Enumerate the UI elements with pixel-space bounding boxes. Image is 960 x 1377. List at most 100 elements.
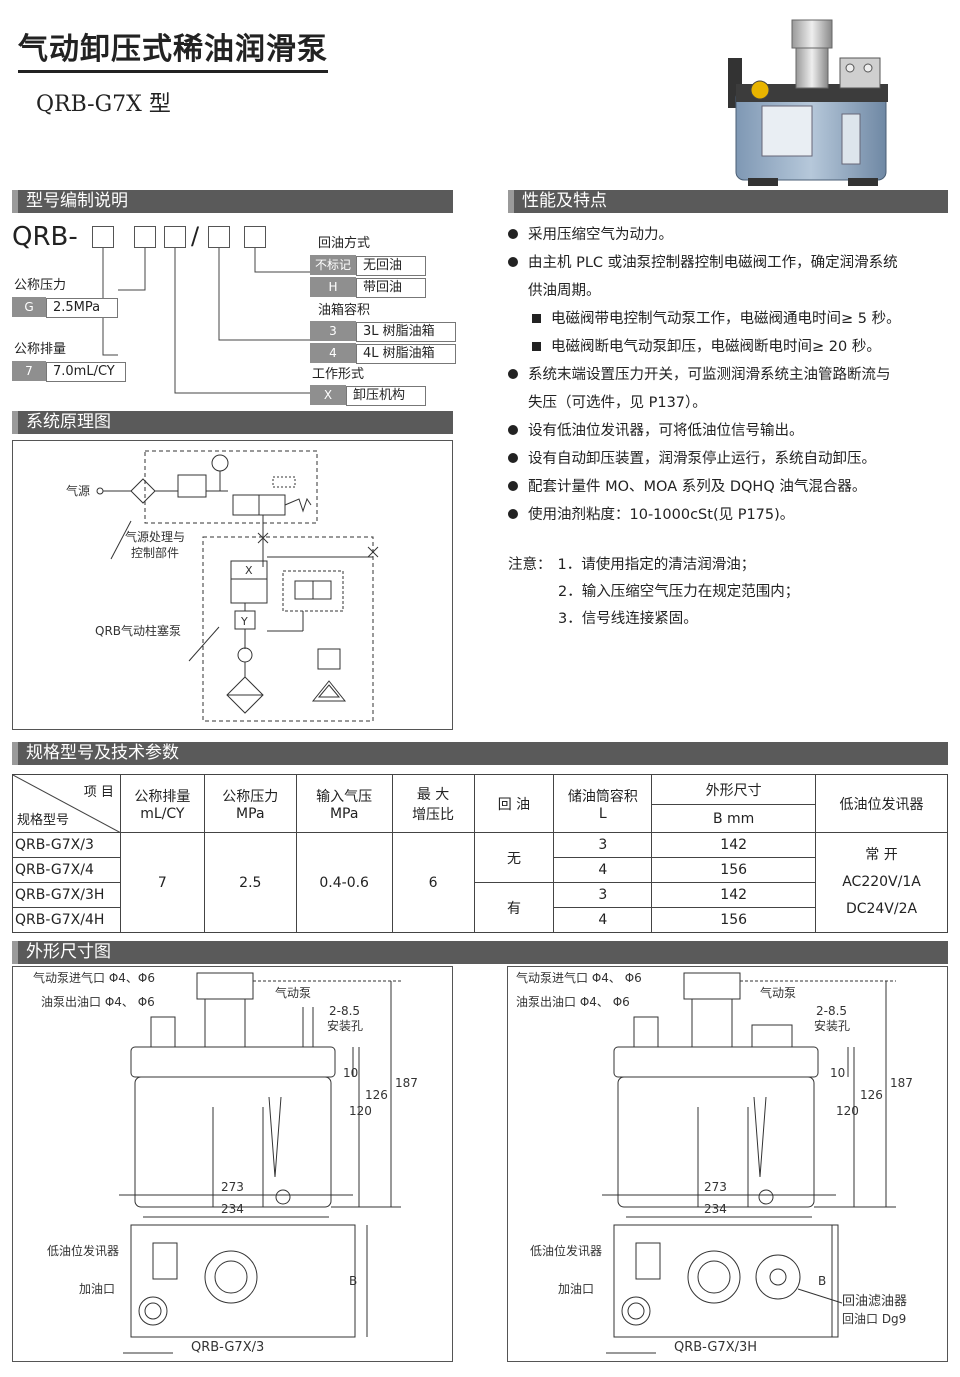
air-source-label: 气源 bbox=[66, 483, 90, 498]
feature-item: 采用压缩空气为动力。 bbox=[508, 221, 953, 249]
drawing-left-svg: 气动泵进气口 Φ4、Φ6 油泵出油口 Φ4、 Φ6 气动泵 2-8.5 安装孔 … bbox=[33, 970, 418, 1355]
header-ratio: 最 大增压比 bbox=[391, 774, 475, 833]
drawing-right: 气动泵进气口 Φ4、 Φ6 油泵出油口 Φ4、 Φ6 气动泵 2-8.5 安装孔… bbox=[507, 966, 948, 1362]
press-cell: 2.5 bbox=[203, 832, 297, 933]
feature-item: 失压（可选件，见 P137）。 bbox=[528, 395, 707, 411]
code-tag: 4 bbox=[310, 343, 356, 363]
mount-label: 2-8.5 bbox=[816, 1004, 847, 1018]
code-tag: G bbox=[12, 297, 46, 317]
dim-cell: 156 bbox=[651, 907, 817, 933]
drawing-left: 气动泵进气口 Φ4、Φ6 油泵出油口 Φ4、 Φ6 气动泵 2-8.5 安装孔 … bbox=[12, 966, 453, 1362]
dim-126: 126 bbox=[365, 1088, 388, 1102]
section-title: 规格型号及技术参数 bbox=[26, 743, 179, 763]
pump-label: QRB气动柱塞泵 bbox=[95, 623, 181, 638]
oil-outlet-label: 油泵出油口 Φ4、 Φ6 bbox=[41, 995, 155, 1009]
section-features: 性能及特点 bbox=[508, 190, 948, 213]
code-value: 卸压机构 bbox=[346, 386, 426, 406]
notes: 注意：1．请使用指定的清洁润滑油； 2．输入压缩空气压力在规定范围内； 3．信号… bbox=[508, 552, 799, 633]
dim-234: 234 bbox=[704, 1202, 727, 1216]
principle-diagram: 气源 气源处理与 控制部件 QRB气动柱塞泵 X Y bbox=[12, 440, 453, 730]
dim-b: B bbox=[349, 1274, 357, 1288]
model-cell: QRB-G7X/4H bbox=[12, 907, 121, 933]
note-item: 2．输入压缩空气压力在规定范围内； bbox=[558, 584, 800, 600]
fill-port-label: 加油口 bbox=[558, 1282, 594, 1296]
x-label: X bbox=[245, 564, 253, 577]
feature-item: 系统末端设置压力开关，可监测润滑系统主油管路断流与 bbox=[508, 361, 953, 389]
ratio-cell: 6 bbox=[391, 832, 475, 933]
code-value: 带回油 bbox=[356, 278, 426, 298]
filter-label: 回油滤油器 bbox=[842, 1294, 907, 1309]
features-list: 采用压缩空气为动力。 由主机 PLC 或油泵控制器控制电磁阀工作，确定润滑系统 … bbox=[508, 221, 953, 529]
low-level-label: 低油位发讯器 bbox=[530, 1243, 602, 1258]
displacement-label: 公称排量 bbox=[14, 342, 67, 357]
dim-b: B bbox=[818, 1274, 826, 1288]
dim-126: 126 bbox=[860, 1088, 883, 1102]
air-pump-label: 气动泵 bbox=[760, 985, 796, 1000]
section-title: 外形尺寸图 bbox=[26, 942, 111, 962]
air-inlet-label: 气动泵进气口 Φ4、Φ6 bbox=[33, 970, 155, 985]
model-cell: QRB-G7X/3 bbox=[12, 832, 121, 858]
code-slot bbox=[134, 226, 156, 248]
y-label: Y bbox=[240, 615, 248, 628]
code-value: 4L 树脂油箱 bbox=[356, 344, 456, 364]
disp-cell: 7 bbox=[119, 832, 205, 933]
code-slot bbox=[244, 226, 266, 248]
mount-label: 2-8.5 bbox=[329, 1004, 360, 1018]
section-specs: 规格型号及技术参数 bbox=[12, 742, 948, 765]
pressure-label: 公称压力 bbox=[14, 278, 67, 293]
drawing-caption: QRB-G7X/3H bbox=[674, 1340, 757, 1355]
drawing-caption: QRB-G7X/3 bbox=[191, 1340, 264, 1355]
code-slot bbox=[92, 226, 114, 248]
air-inlet-label: 气动泵进气口 Φ4、 Φ6 bbox=[516, 970, 642, 985]
mount-label: 安装孔 bbox=[814, 1018, 850, 1033]
dim-cell: 156 bbox=[651, 857, 817, 883]
schematic: 气源 气源处理与 控制部件 QRB气动柱塞泵 X Y bbox=[66, 450, 379, 722]
air-cell: 0.4-0.6 bbox=[295, 832, 393, 933]
code-tag: 3 bbox=[310, 321, 356, 341]
tank-cell: 4 bbox=[553, 907, 653, 933]
return-oil-label: 回油方式 bbox=[318, 236, 371, 251]
model-prefix: QRB- bbox=[12, 222, 78, 252]
code-tag: 7 bbox=[12, 361, 46, 381]
code-tag: X bbox=[310, 385, 346, 405]
dim-187: 187 bbox=[890, 1076, 913, 1090]
header-dimension-unit: B mm bbox=[651, 804, 817, 833]
page-subtitle: QRB-G7X 型 bbox=[36, 92, 171, 117]
dim-273: 273 bbox=[704, 1180, 727, 1194]
dim-10: 10 bbox=[343, 1066, 358, 1080]
drawing-right-svg: 气动泵进气口 Φ4、 Φ6 油泵出油口 Φ4、 Φ6 气动泵 2-8.5 安装孔… bbox=[516, 970, 913, 1355]
section-title: 系统原理图 bbox=[26, 412, 111, 432]
tank-cell: 3 bbox=[553, 832, 653, 858]
code-value: 无回油 bbox=[356, 256, 426, 276]
tank-cell: 4 bbox=[553, 857, 653, 883]
table-corner-header: 项 目 规格型号 bbox=[12, 774, 121, 833]
feature-item: 设有低油位发讯器，可将低油位信号输出。 bbox=[508, 417, 953, 445]
work-label: 工作形式 bbox=[312, 367, 365, 382]
notes-label: 注意： bbox=[508, 557, 552, 573]
oil-outlet-label: 油泵出油口 Φ4、 Φ6 bbox=[516, 995, 630, 1009]
section-principle: 系统原理图 bbox=[12, 411, 453, 434]
code-value: 7.0mL/CY bbox=[46, 362, 126, 382]
feature-item: 供油周期。 bbox=[528, 283, 601, 299]
tank-label: 油箱容积 bbox=[318, 303, 371, 318]
return-cell: 有 bbox=[473, 882, 555, 933]
feature-item: 配套计量件 MO、MOA 系列及 DQHQ 油气混合器。 bbox=[508, 473, 953, 501]
product-photo bbox=[728, 19, 888, 186]
section-title: 型号编制说明 bbox=[26, 191, 128, 211]
return-cell: 无 bbox=[473, 832, 555, 883]
air-unit-label: 气源处理与 bbox=[125, 529, 185, 544]
feature-item: 电磁阀断电气动泵卸压，电磁阀断电时间≥ 20 秒。 bbox=[508, 333, 953, 361]
model-cell: QRB-G7X/4 bbox=[12, 857, 121, 883]
model-cell: QRB-G7X/3H bbox=[12, 882, 121, 908]
header-level: 低油位发讯器 bbox=[815, 774, 948, 833]
model-slash: / bbox=[191, 222, 200, 250]
header-dimension: 外形尺寸 bbox=[651, 774, 817, 805]
dim-cell: 142 bbox=[651, 832, 817, 858]
section-model-code: 型号编制说明 bbox=[12, 190, 453, 213]
